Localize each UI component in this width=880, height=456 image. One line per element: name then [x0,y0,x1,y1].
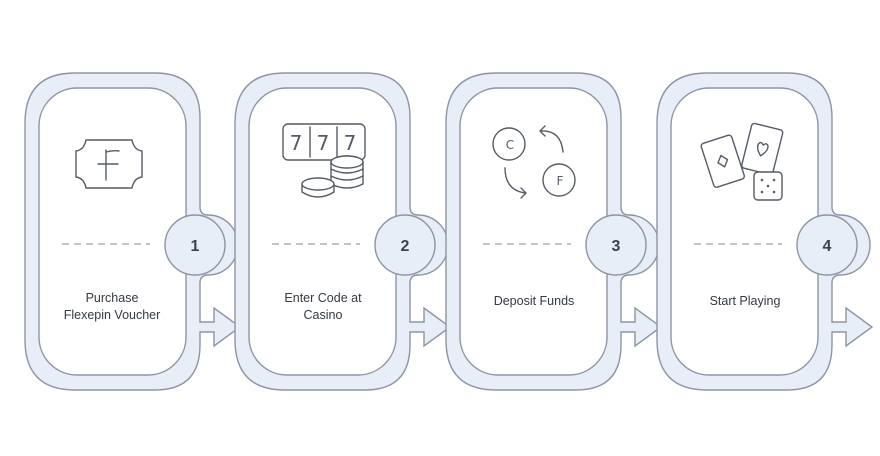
step-4-label: Start Playing [710,294,781,308]
step-3-number: 3 [612,238,621,255]
step-4-card [670,87,819,376]
step-3-card [459,87,608,376]
voucher-icon [75,139,143,189]
currency-exchange-icon [492,125,576,199]
step-2-label-line-1: Enter Code at [284,291,362,305]
step-1-label-line-1: Purchase [86,291,139,305]
slot-digit-2: 7 [317,131,330,155]
step-4: 4 Sta [656,72,873,391]
step-2-label-line-2: Casino [304,308,343,322]
step-2: 2 7 7 7 Enter Code at Casino [234,72,451,391]
step-2-number: 2 [401,238,410,255]
coin-right [542,163,576,197]
slot-digit-1: 7 [290,131,303,155]
step-3: 3 C F Deposit Funds [445,72,662,391]
coin-right-letter: F [557,174,564,188]
step-1: 1 Purchase Flexepin Voucher [24,72,241,391]
slot-machine-coins-icon [282,123,366,198]
step-1-label-line-2: Flexepin Voucher [64,308,161,322]
cards-and-dice-icon [700,122,784,201]
step-1-number-badge [164,214,226,276]
slot-window [282,123,366,161]
step-1-card [38,87,187,376]
step-2-number-badge [374,214,436,276]
coin-left-letter: C [506,138,514,152]
step-3-number-badge [585,214,647,276]
coin-left [492,127,526,161]
step-1-number: 1 [191,238,200,255]
playing-card-right [741,122,784,176]
step-4-number: 4 [823,238,832,255]
step-3-label: Deposit Funds [494,294,575,308]
slot-digit-3: 7 [344,131,357,155]
step-4-number-badge [796,214,858,276]
playing-card-left [700,134,746,188]
